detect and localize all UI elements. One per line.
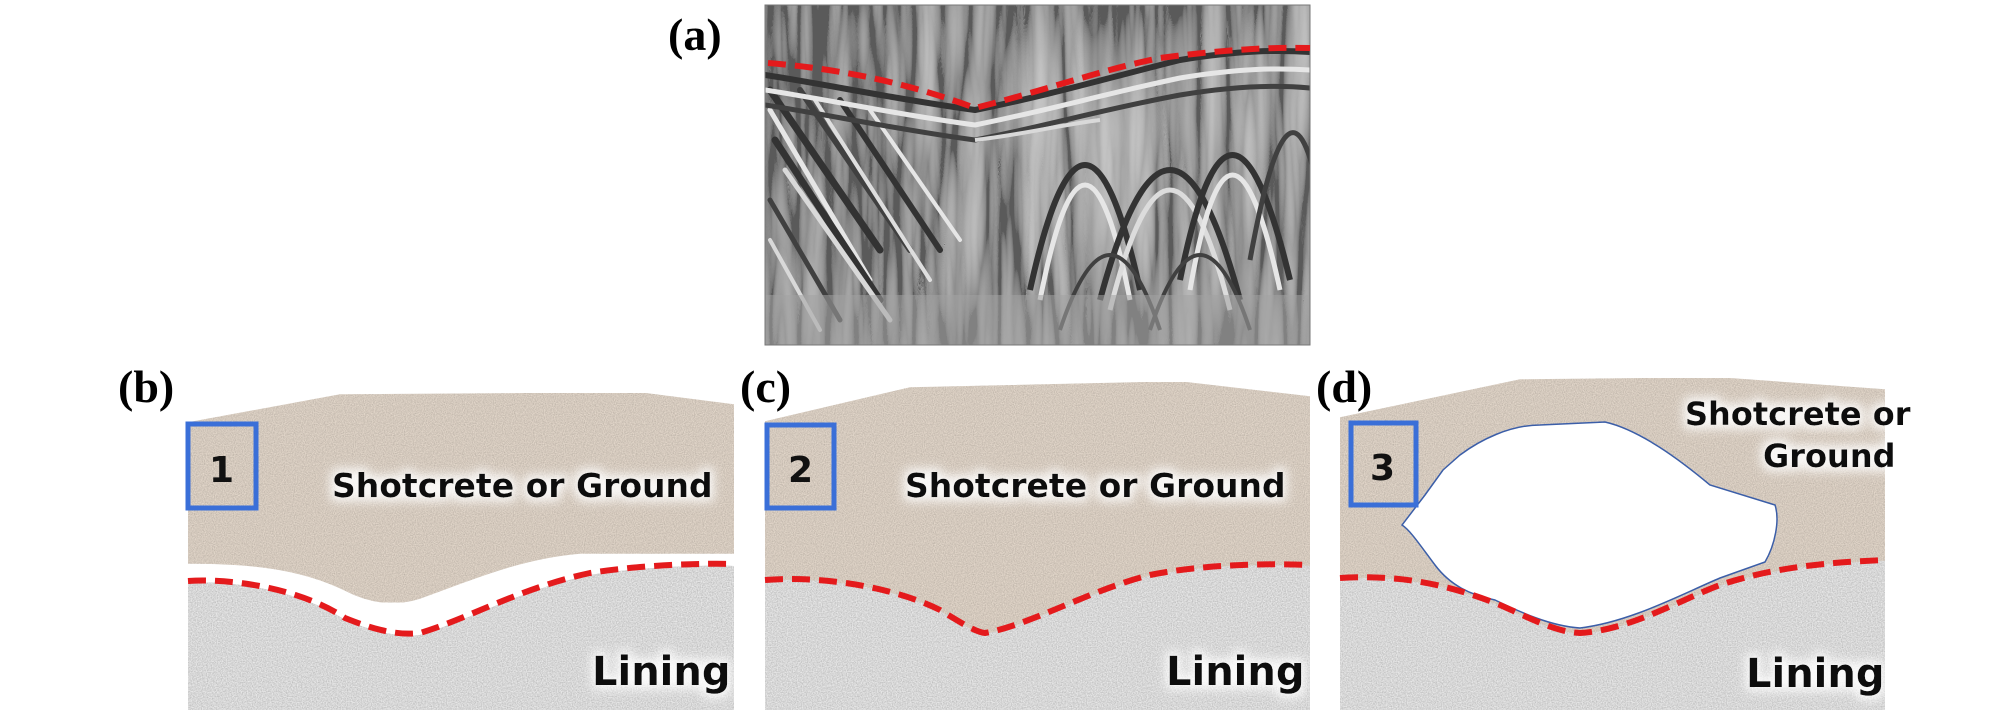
- panel-d-lower-layer-label: Lining: [1746, 651, 1885, 697]
- panel-d-label: (d): [1316, 361, 1372, 412]
- panel-b-box-number: 1: [209, 450, 234, 491]
- panel-a-label: (a): [668, 9, 722, 60]
- panel-c: (c) Shotcrete or Ground Lining 2: [740, 361, 1311, 710]
- panel-c-label: (c): [740, 361, 791, 412]
- panel-d-void: [1400, 421, 1778, 629]
- panel-d-boundary-line: [1339, 557, 1886, 637]
- panel-c-box-number: 2: [788, 450, 813, 491]
- panel-b-boundary-line: [187, 560, 735, 637]
- panel-b-label: (b): [118, 361, 174, 412]
- panel-d-box: [1348, 420, 1419, 508]
- panel-b-lower-layer-label: Lining: [592, 649, 731, 695]
- panel-b-upper-layer-label: Shotcrete or Ground: [332, 466, 713, 505]
- panel-a: (a): [668, 4, 1311, 346]
- panel-b: (b) Shotcrete or Ground Lining 1: [118, 361, 735, 710]
- panel-c-box: [764, 422, 837, 511]
- panel-d-upper-layer-label-line1: Shotcrete or: [1685, 395, 1911, 433]
- panel-c-boundary-line: [764, 561, 1311, 637]
- panel-c-lower-layer-label: Lining: [1166, 649, 1305, 695]
- panel-c-upper-layer-label: Shotcrete or Ground: [905, 466, 1286, 505]
- panel-b-box: [185, 421, 259, 511]
- panel-d: (d) Shotcrete or Ground Lining 3: [1316, 361, 1911, 710]
- gpr-radargram: [765, 5, 1310, 345]
- panel-d-upper-layer-label-line2: Ground: [1763, 437, 1896, 475]
- panel-a-boundary-line: [767, 44, 1311, 112]
- panel-d-box-number: 3: [1370, 448, 1395, 489]
